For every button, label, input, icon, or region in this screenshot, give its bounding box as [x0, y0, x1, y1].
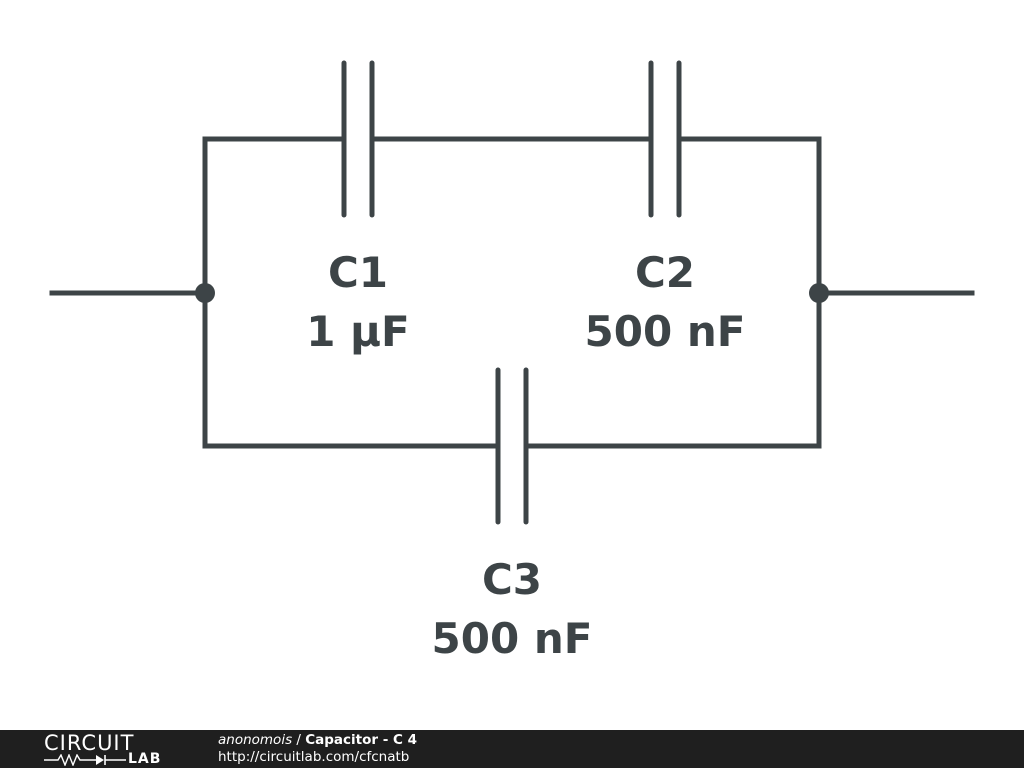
capacitor-c2[interactable] [648, 60, 682, 218]
left-junction-node[interactable] [195, 283, 215, 303]
title-separator: / [292, 732, 306, 748]
circuit-url[interactable]: http://circuitlab.com/cfcnatb [218, 749, 410, 765]
capacitor-c3[interactable] [495, 367, 529, 525]
right-junction-node[interactable] [809, 283, 829, 303]
c2-value-label: 500 nF [585, 307, 746, 356]
bottom-branch-left-wire [202, 290, 501, 449]
circuit-title: Capacitor - C 4 [305, 732, 418, 748]
circuit-schematic: C1 1 µF C2 500 nF C3 500 nF [49, 60, 975, 663]
c3-value-label: 500 nF [432, 614, 593, 663]
top-branch-left-wire [202, 136, 347, 296]
circuit-meta: anonomois / Capacitor - C 4 http://circu… [218, 732, 417, 766]
c3-name-label: C3 [482, 555, 542, 604]
logo-resistor-diode-icon [44, 754, 126, 766]
author-link[interactable]: anonomois [218, 732, 293, 748]
bottom-branch-right-wire [523, 290, 822, 449]
circuitlab-logo[interactable]: CIRCUIT LAB [44, 732, 176, 766]
c2-name-label: C2 [635, 248, 695, 297]
c1-name-label: C1 [328, 248, 388, 297]
top-branch-right-wire [676, 136, 822, 296]
logo-wordmark-top: CIRCUIT [44, 731, 135, 755]
logo-wordmark-bottom: LAB [128, 751, 162, 767]
capacitor-c1[interactable] [341, 60, 375, 218]
title-line: anonomois / Capacitor - C 4 [218, 732, 417, 749]
footer-bar: CIRCUIT LAB anonomois / Capacitor - C 4 … [0, 730, 1024, 768]
c1-value-label: 1 µF [306, 307, 409, 356]
